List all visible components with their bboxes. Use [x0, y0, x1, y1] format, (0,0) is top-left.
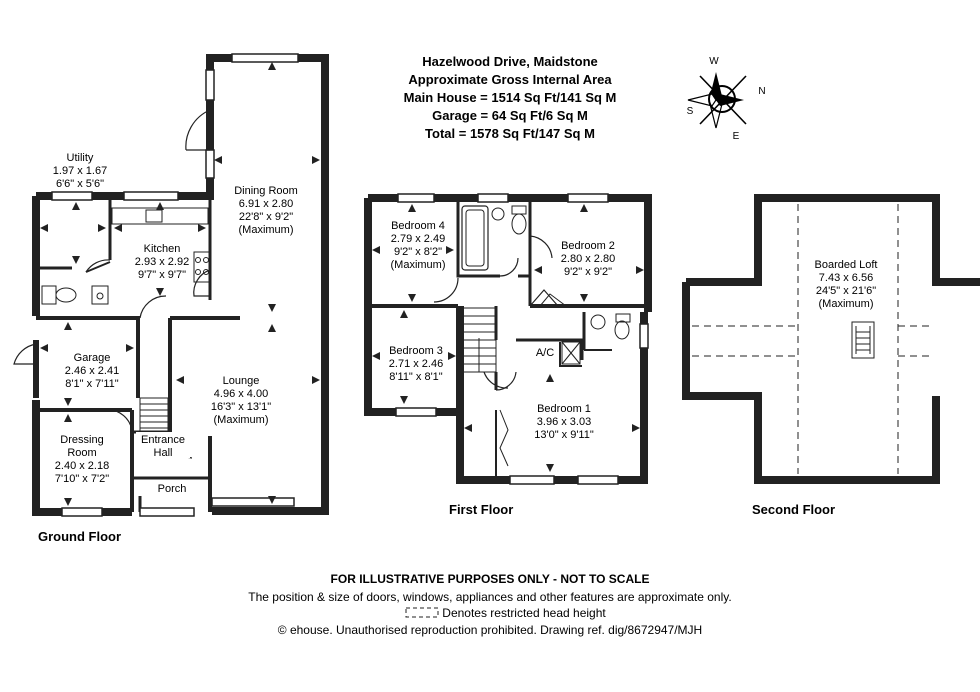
second-floor-labels: Boarded Loft 7.43 x 6.56 24'5" x 21'6" (… [752, 259, 878, 517]
ground-floor-plan [13, 53, 329, 517]
svg-text:Utility: Utility [67, 152, 94, 164]
svg-text:(Maximum): (Maximum) [214, 414, 269, 426]
svg-text:9'2" x 9'2": 9'2" x 9'2" [564, 266, 612, 278]
bedroom-4: Bedroom 4 2.79 x 2.49 9'2" x 8'2" (Maxim… [391, 220, 446, 271]
svg-text:Lounge: Lounge [223, 375, 260, 387]
svg-text:Dining Room: Dining Room [234, 185, 298, 197]
disclaimer-text: FOR ILLUSTRATIVE PURPOSES ONLY - NOT TO … [331, 572, 650, 586]
svg-text:8'1" x 7'11": 8'1" x 7'11" [65, 378, 118, 390]
svg-text:(Maximum): (Maximum) [391, 259, 446, 271]
first-floor-plan [364, 193, 652, 485]
compass-n: N [758, 86, 765, 97]
svg-text:9'2" x 8'2": 9'2" x 8'2" [394, 246, 442, 258]
svg-text:Bedroom 1: Bedroom 1 [537, 403, 591, 415]
area-title: Approximate Gross Internal Area [408, 72, 612, 87]
area-header: Hazelwood Drive, Maidstone Approximate G… [404, 54, 617, 141]
svg-text:2.71 x 2.46: 2.71 x 2.46 [389, 358, 443, 370]
svg-text:(Maximum): (Maximum) [819, 298, 874, 310]
legend-text: Denotes restricted head height [442, 606, 606, 620]
porch-room: Porch [158, 483, 187, 495]
svg-text:7.43 x 6.56: 7.43 x 6.56 [819, 272, 873, 284]
total-area: Total = 1578 Sq Ft/147 Sq M [425, 126, 595, 141]
ground-floor-labels: Utility 1.97 x 1.67 6'6" x 5'6" Dining R… [38, 152, 298, 544]
svg-text:Bedroom 3: Bedroom 3 [389, 345, 443, 357]
svg-text:Bedroom 2: Bedroom 2 [561, 240, 615, 252]
compass-w: W [709, 56, 719, 67]
copyright-text: © ehouse. Unauthorised reproduction proh… [278, 623, 702, 637]
svg-text:Dressing: Dressing [60, 434, 103, 446]
svg-text:6.91 x 2.80: 6.91 x 2.80 [239, 198, 293, 210]
kitchen-room: Kitchen 2.93 x 2.92 9'7" x 9'7" [135, 243, 189, 281]
svg-text:Kitchen: Kitchen [144, 243, 181, 255]
svg-text:Boarded Loft: Boarded Loft [815, 259, 878, 271]
address-title: Hazelwood Drive, Maidstone [422, 54, 598, 69]
svg-text:3.96 x 3.03: 3.96 x 3.03 [537, 416, 591, 428]
main-house-area: Main House = 1514 Sq Ft/141 Sq M [404, 90, 617, 105]
svg-text:2.80 x 2.80: 2.80 x 2.80 [561, 253, 615, 265]
boarded-loft: Boarded Loft 7.43 x 6.56 24'5" x 21'6" (… [815, 259, 878, 310]
bedroom-3: Bedroom 3 2.71 x 2.46 8'11" x 8'1" [389, 345, 443, 383]
lounge-room: Lounge 4.96 x 4.00 16'3" x 13'1" (Maximu… [211, 375, 271, 426]
bedroom-2: Bedroom 2 2.80 x 2.80 9'2" x 9'2" [561, 240, 615, 278]
entrance-hall: Entrance Hall [136, 432, 190, 459]
first-floor-labels: Bedroom 4 2.79 x 2.49 9'2" x 8'2" (Maxim… [389, 220, 615, 517]
svg-text:2.79 x 2.49: 2.79 x 2.49 [391, 233, 445, 245]
svg-text:13'0" x 9'11": 13'0" x 9'11" [534, 429, 594, 441]
svg-text:16'3" x 13'1": 16'3" x 13'1" [211, 401, 271, 413]
svg-text:8'11" x 8'1": 8'11" x 8'1" [389, 371, 442, 383]
svg-text:9'7" x 9'7": 9'7" x 9'7" [138, 269, 186, 281]
svg-text:24'5" x 21'6": 24'5" x 21'6" [816, 285, 876, 297]
plan-footer: FOR ILLUSTRATIVE PURPOSES ONLY - NOT TO … [248, 572, 731, 637]
svg-text:Entrance: Entrance [141, 434, 185, 446]
compass-s: S [687, 106, 694, 117]
ac-cupboard: A/C [536, 347, 554, 359]
svg-text:7'10" x 7'2": 7'10" x 7'2" [55, 473, 109, 485]
svg-text:1.97 x 1.67: 1.97 x 1.67 [53, 165, 107, 177]
svg-text:Room: Room [67, 447, 96, 459]
second-floor-label: Second Floor [752, 502, 835, 517]
svg-text:22'8" x 9'2": 22'8" x 9'2" [239, 211, 293, 223]
garage-area: Garage = 64 Sq Ft/6 Sq M [432, 108, 588, 123]
ground-floor-label: Ground Floor [38, 529, 121, 544]
legend-dashed-icon [405, 607, 439, 618]
svg-text:(Maximum): (Maximum) [239, 224, 294, 236]
svg-text:2.46 x 2.41: 2.46 x 2.41 [65, 365, 119, 377]
svg-text:Hall: Hall [154, 447, 173, 459]
dressing-room: Dressing Room 2.40 x 2.18 7'10" x 7'2" [55, 434, 109, 485]
svg-text:4.96 x 4.00: 4.96 x 4.00 [214, 388, 268, 400]
svg-text:2.40 x 2.18: 2.40 x 2.18 [55, 460, 109, 472]
compass-e: E [733, 131, 740, 142]
svg-text:2.93 x 2.92: 2.93 x 2.92 [135, 256, 189, 268]
compass-icon: W N S E [687, 56, 766, 142]
bedroom-1: Bedroom 1 3.96 x 3.03 13'0" x 9'11" [534, 403, 594, 441]
first-floor-label: First Floor [449, 502, 513, 517]
svg-text:6'6" x 5'6": 6'6" x 5'6" [56, 178, 104, 190]
dining-room: Dining Room 6.91 x 2.80 22'8" x 9'2" (Ma… [234, 185, 298, 236]
second-floor-plan [682, 194, 980, 484]
svg-text:Garage: Garage [74, 352, 111, 364]
position-note: The position & size of doors, windows, a… [248, 590, 731, 604]
utility-room: Utility 1.97 x 1.67 6'6" x 5'6" [53, 152, 107, 190]
second-floor-walls-right [936, 198, 976, 282]
garage-room: Garage 2.46 x 2.41 8'1" x 7'11" [65, 352, 119, 390]
svg-text:Bedroom 4: Bedroom 4 [391, 220, 445, 232]
